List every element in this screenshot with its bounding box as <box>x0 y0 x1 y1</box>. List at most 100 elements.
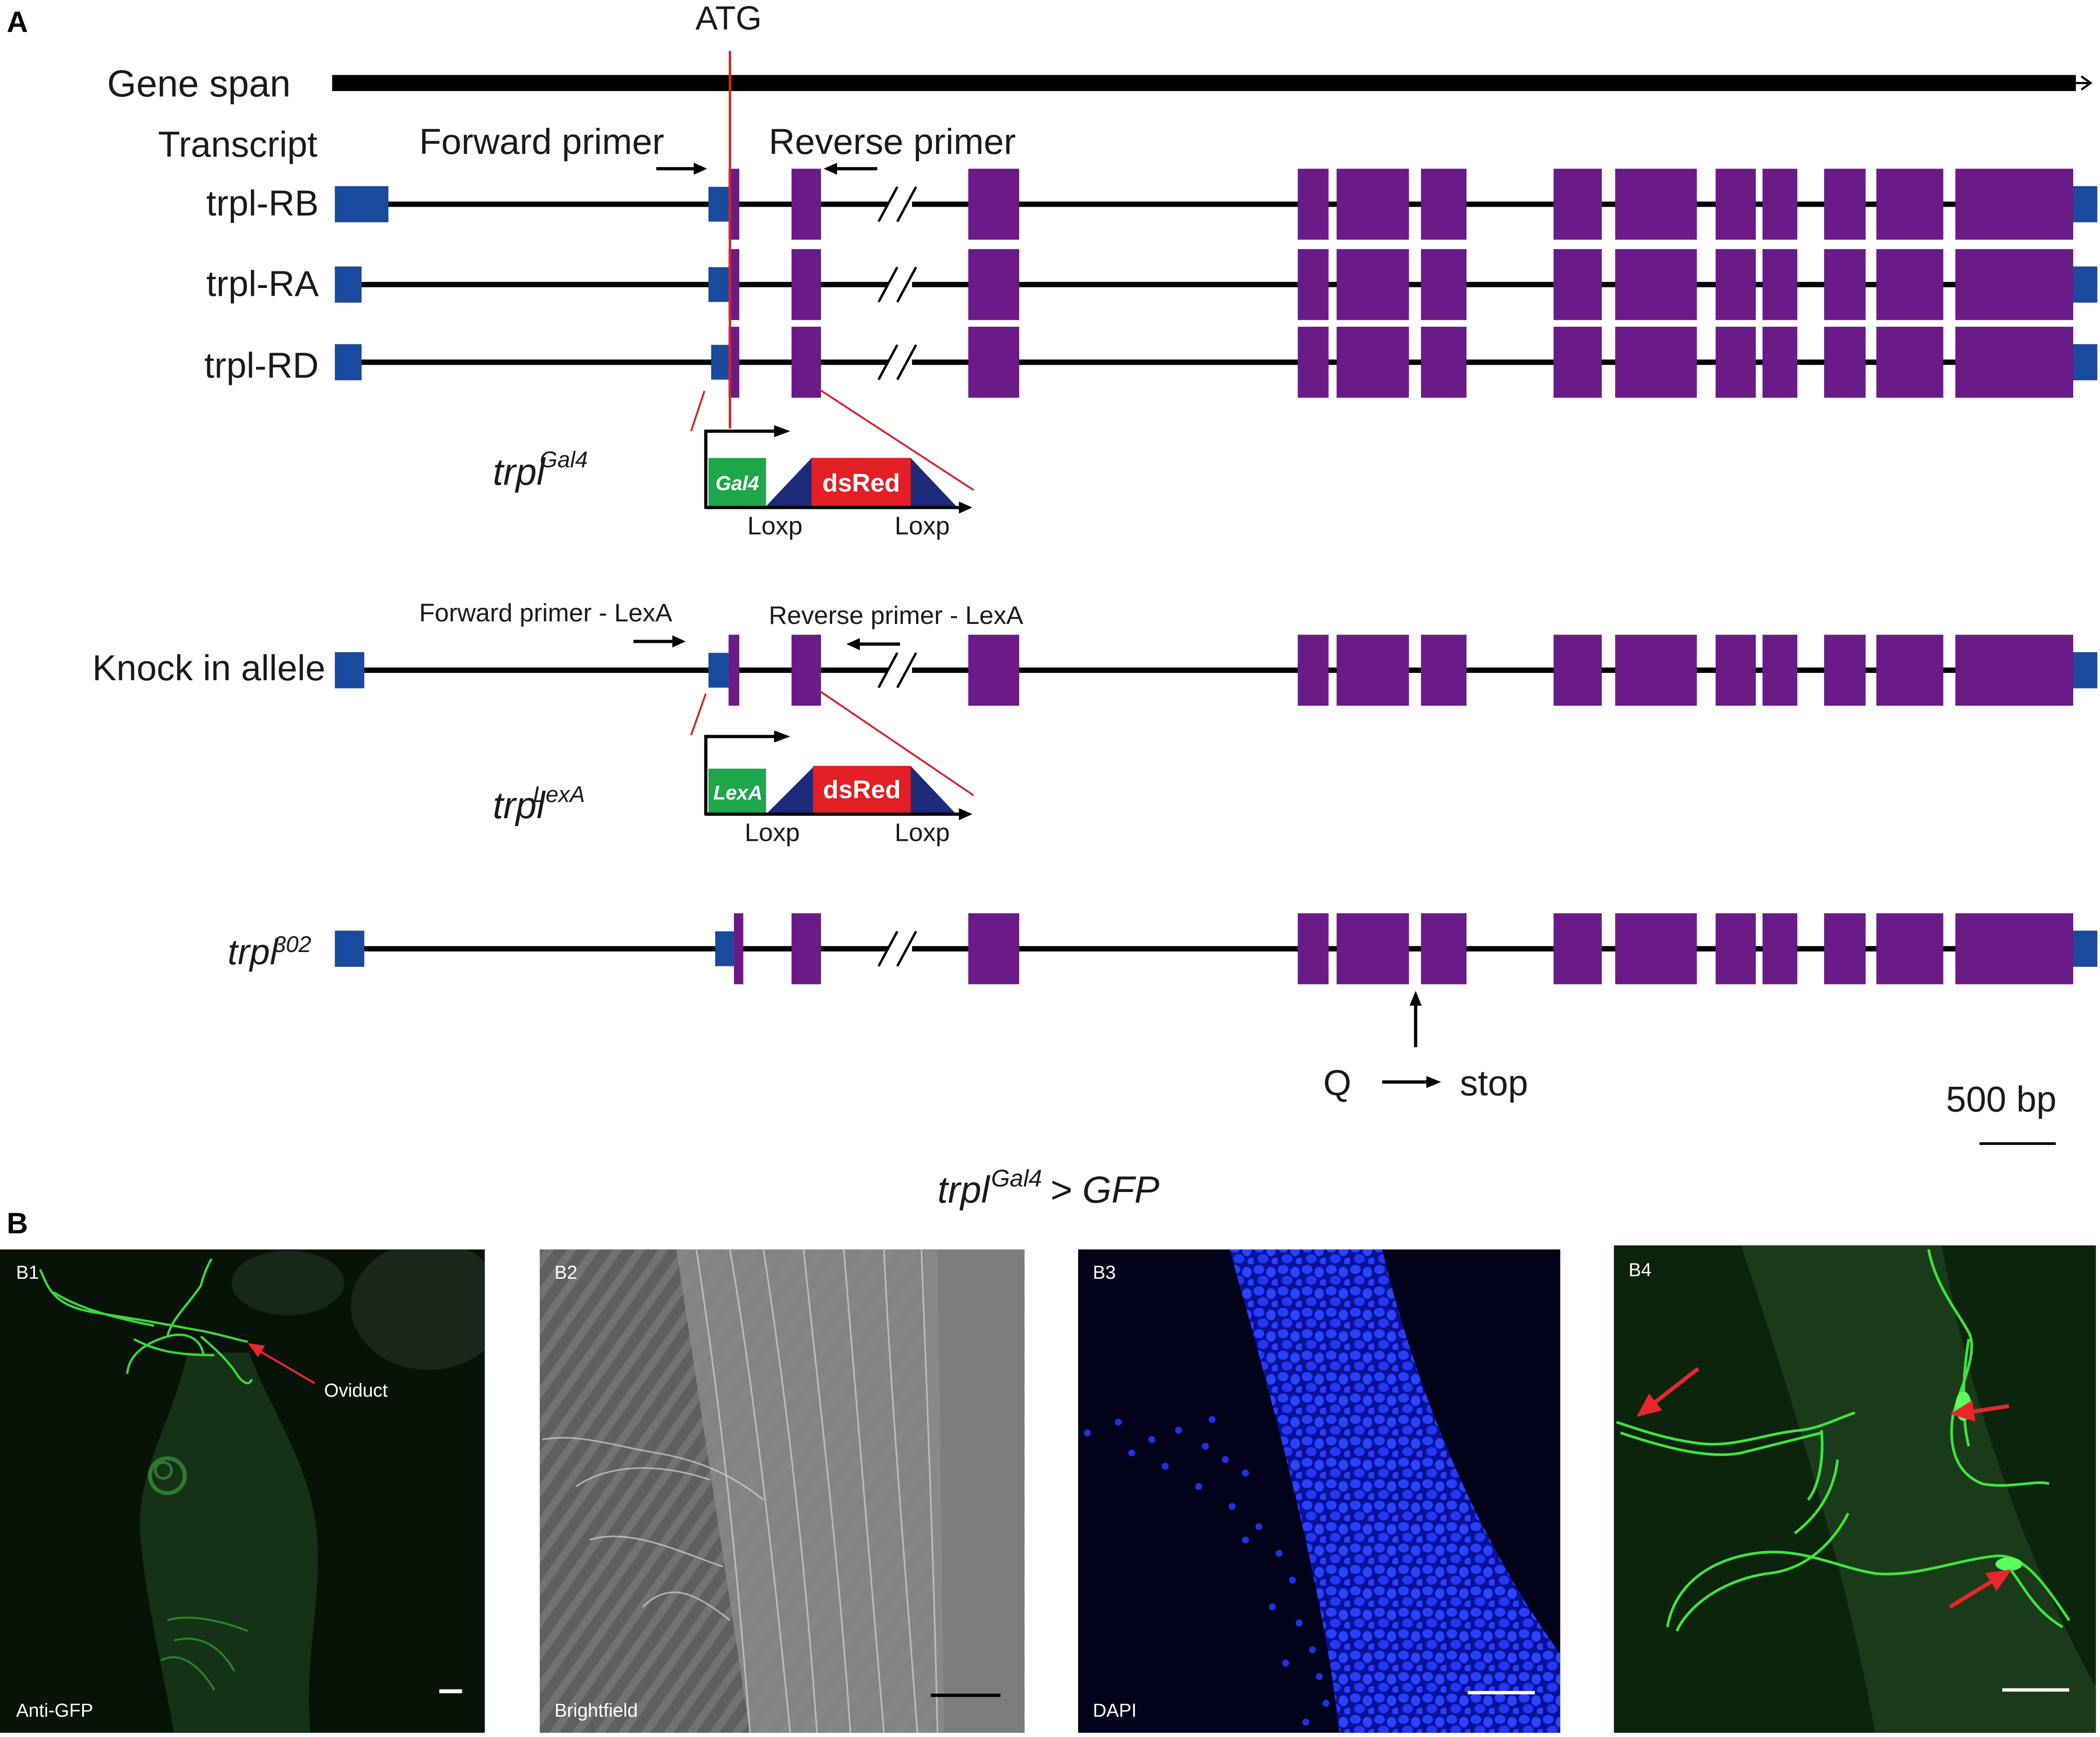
dsred-marker-box <box>813 766 911 815</box>
exon-box <box>734 913 744 984</box>
image-b2-brightfield: B2 Brightfield <box>540 1249 1025 1733</box>
b4-nerve-fibers <box>1616 1249 2070 1632</box>
arrow-right-icon <box>694 162 708 175</box>
axis-break-slash <box>877 344 899 380</box>
trpl-ra-gene-model <box>335 249 2098 320</box>
exon-box <box>1297 913 1329 984</box>
nerve-fiber <box>200 1336 253 1384</box>
exon-box <box>1876 327 1944 398</box>
b3-caption: DAPI <box>1093 1700 1137 1721</box>
utr-exon-box <box>708 267 729 302</box>
lexa-loxp-right: Loxp <box>894 818 950 846</box>
exon-box <box>1716 327 1756 398</box>
gal4-allele-superscript: Gal4 <box>540 447 588 473</box>
promoter-arrowhead-icon <box>774 425 791 437</box>
atg-label: ATG <box>696 0 762 37</box>
b1-panel-id: B1 <box>16 1262 39 1283</box>
arrow-left-icon <box>823 162 837 175</box>
exon-box <box>1615 635 1697 706</box>
exon-box <box>1615 327 1697 398</box>
nucleus-dot <box>1128 1449 1135 1456</box>
arrowhead-icon <box>1950 1400 1975 1422</box>
b4-arrow-lower-right-nerve <box>1949 1580 1993 1609</box>
exon-box <box>1955 168 2073 240</box>
arrow-right-icon <box>959 501 972 514</box>
b1-nerve-fibers <box>39 1258 253 1691</box>
utr-exon-box <box>715 931 734 966</box>
exon-box <box>1762 168 1798 240</box>
b1-tissue-ring <box>154 1461 173 1480</box>
gal4-loxp-right: Loxp <box>894 511 950 540</box>
exon-box <box>1716 635 1756 706</box>
mutation-to-stop: stop <box>1460 1063 1528 1103</box>
nucleus-dot <box>1242 1536 1249 1544</box>
exon-box <box>1716 168 1756 240</box>
image-b4-anti-gfp-zoom: B4 <box>1614 1245 2096 1733</box>
trpl-rb-gene-model <box>335 168 2098 240</box>
b4-annotation-arrows <box>1636 1367 2012 1609</box>
panel-b: trpl Gal4 > GFP B <box>0 1165 2096 1733</box>
exon-box <box>1297 327 1329 398</box>
mutant-allele-superscript: 302 <box>273 932 311 957</box>
knock-in-gene-model <box>335 635 2098 706</box>
exon-box <box>1876 168 1944 240</box>
exon-box <box>1716 249 1756 320</box>
lexa-allele-superscript: LexA <box>533 782 585 807</box>
lexa-promoter-arrow <box>704 735 777 816</box>
nucleus-dot <box>1296 1619 1303 1627</box>
b3-scattered-nuclei <box>1084 1416 1330 1726</box>
panel-b-title-rest: > GFP <box>1050 1169 1159 1211</box>
transcript-label-rb: trpl-RB <box>206 183 319 223</box>
exon-box <box>1336 327 1409 398</box>
utr-5-prime-box <box>335 652 365 689</box>
b3-nuclei-band <box>1229 1249 1560 1733</box>
nucleus-dot <box>1242 1469 1249 1477</box>
b2-right-region <box>924 1249 1025 1733</box>
exon-box <box>1336 168 1409 240</box>
gene-span-arrow <box>332 75 2093 91</box>
gal4-allele-label: trpl Gal4 <box>493 447 588 493</box>
trpl-302-gene-model <box>335 913 2098 984</box>
nerve-fiber <box>1807 1430 1824 1501</box>
exon-box <box>728 635 739 706</box>
nucleus-dot <box>1195 1483 1202 1490</box>
gene-span-arrowhead-icon <box>2081 75 2093 91</box>
exon-box <box>1716 913 1756 984</box>
gal4-insertion-guide-right <box>819 389 974 491</box>
arrow-left-icon <box>846 638 860 650</box>
utr-exon-box <box>708 653 729 688</box>
nerve-fiber <box>126 1333 205 1374</box>
nucleus-dot <box>1302 1719 1309 1726</box>
nucleus-dot <box>1148 1436 1156 1443</box>
mutant-allele-label: trpl 302 <box>228 931 311 972</box>
image-b1-anti-gfp: Oviduct B1 Anti-GFP <box>0 1249 485 1733</box>
arrow-right-icon <box>959 808 972 821</box>
nerve-fiber <box>133 1338 215 1357</box>
reverse-primer-label: Reverse primer <box>769 121 1016 162</box>
axis-break-icon <box>877 930 918 967</box>
nerve-fiber <box>39 1269 248 1343</box>
nerve-fiber <box>166 1258 213 1337</box>
exon-box <box>791 913 821 984</box>
b1-oviduct-tissue <box>140 1352 318 1733</box>
nucleus-dot <box>1222 1456 1229 1463</box>
exon-box <box>1421 249 1467 320</box>
lexa-dsred-label: dsRed <box>823 775 900 803</box>
gal4-allele-base: trpl <box>493 451 546 493</box>
exon-box <box>1421 913 1467 984</box>
nucleus-dot <box>1255 1523 1263 1530</box>
utr-5-prime-box <box>335 930 365 967</box>
b4-arrow-left-nerve <box>1654 1367 1700 1404</box>
exon-box <box>1615 913 1697 984</box>
utr-3-prime-box <box>2073 652 2098 689</box>
exon-box <box>1955 327 2073 398</box>
forward-primer-arrow <box>656 162 708 175</box>
utr-exon-box <box>711 345 729 380</box>
lexa-loxp-left: Loxp <box>744 818 800 846</box>
b2-oviduct-band <box>676 1249 944 1733</box>
exon-box <box>968 913 1020 984</box>
exon-box <box>1554 327 1602 398</box>
knock-in-forward-primer-arrow <box>633 635 686 648</box>
gene-span-label: Gene span <box>107 63 291 105</box>
